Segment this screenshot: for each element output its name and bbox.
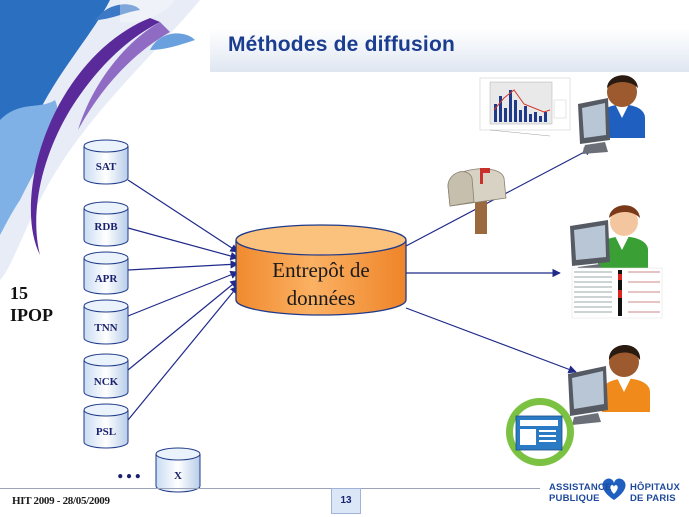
source-label-nck: NCK [93,376,119,388]
user-icon-middle [598,205,648,268]
source-label-tnn: TNN [94,322,118,334]
computer-monitor-icon-bottom [568,366,608,425]
leaf-2 [150,33,195,50]
swoosh-blue-light [0,100,58,235]
source-cylinder-nck [83,353,129,399]
computer-monitor-icon-top [578,98,610,154]
arrow-rdb [127,227,239,261]
more-sources-ellipsis: … [116,455,144,484]
swoosh-purple-light [78,22,170,130]
ap-hp-logo-icon [602,478,626,500]
data-warehouse-label: Entrepôt de données [236,256,406,312]
arrow-nck [127,279,239,371]
slide-title-text: Méthodes de diffusion [227,33,456,56]
user-icon-bottom [602,345,650,412]
arrow-tnn [127,270,239,317]
ipop-count: 15 [10,283,28,303]
leaf-3 [120,0,175,23]
source-cylinder-apr [83,251,129,295]
newspaper-icon [506,398,574,466]
leaf-1 [95,4,140,20]
source-label-rdb: RDB [94,221,118,233]
source-label-sat: SAT [95,161,117,173]
source-label-apr: APR [94,273,118,285]
report-chart-icon [479,77,571,137]
arrow-out-bottom [405,307,577,374]
logo-left-line1: ASSISTANCE [549,482,612,493]
source-cylinder-x [155,447,201,493]
source-label-x: X [174,470,182,482]
source-cylinder-tnn [83,299,129,345]
footer-event-date: HIT 2009 - 28/05/2009 [12,495,110,507]
data-warehouse-label-line1: Entrepôt de [272,258,370,282]
ipop-text: IPOP [10,305,53,325]
title-bar [210,28,689,72]
swoosh-blue [0,0,110,190]
page-number: 13 [331,488,361,514]
data-warehouse-cylinder [235,224,407,316]
arrow-psl [127,285,239,421]
footer-divider [0,488,540,489]
data-warehouse-label-line2: données [286,286,356,310]
slide-title: Méthodes de diffusion [0,33,689,57]
logo-right-line2: DE PARIS [630,493,676,504]
mailbox-icon [447,168,507,234]
logo-right-line1: HÔPITAUX [630,482,680,493]
source-label-psl: PSL [95,426,117,438]
logo-left-line2: PUBLIQUE [549,493,600,504]
source-cylinder-psl [83,403,129,449]
source-cylinder-rdb [83,201,129,247]
arrow-sat [127,179,239,253]
arrow-apr [127,260,239,271]
source-cylinder-sat [83,139,129,185]
logo-text-right: HÔPITAUX DE PARIS [630,482,680,504]
logo-text-left: ASSISTANCE PUBLIQUE [549,482,612,504]
swoosh-purple [30,18,160,255]
user-icon-top [600,75,645,138]
report-table-icon [571,267,663,319]
ipop-label: 15 IPOP [10,282,53,326]
